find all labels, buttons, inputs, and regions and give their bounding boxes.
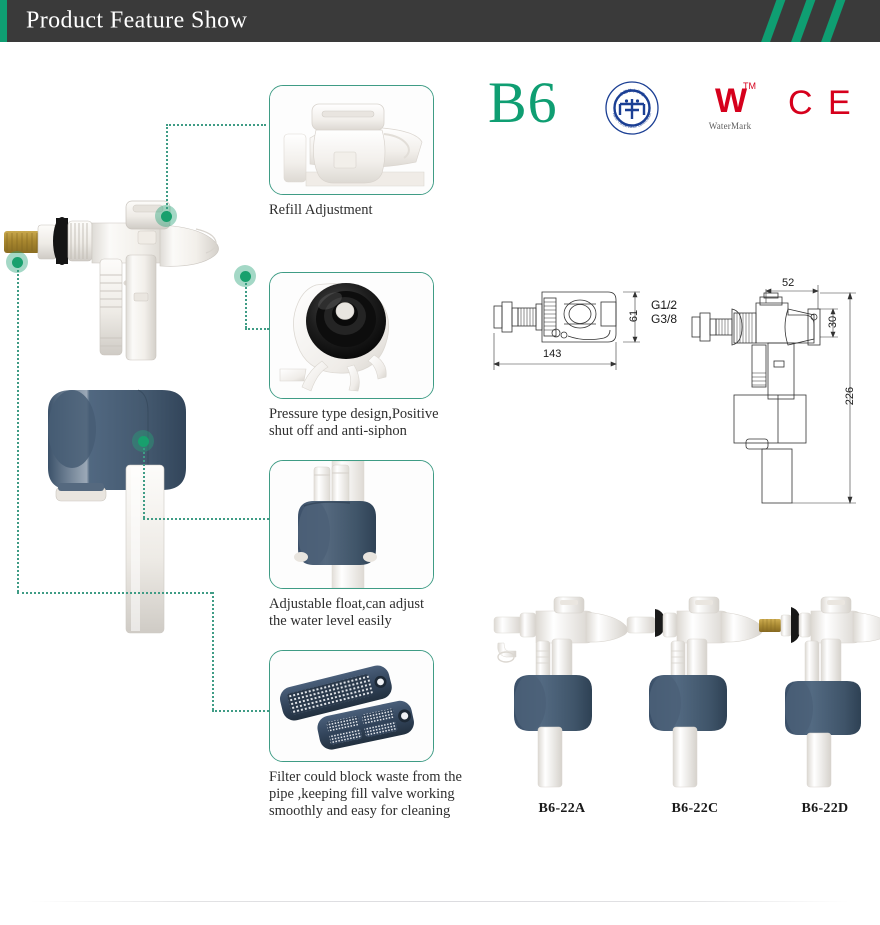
dimension-label-52: 52: [782, 277, 795, 289]
brand-row: B6 中国节水认证 Water Conservation Certificati…: [488, 72, 878, 146]
dimension-label-30: 30: [827, 315, 839, 329]
variant-image-b6-22d: [759, 596, 880, 788]
side-view-blueprint: [691, 285, 856, 504]
feature-caption-adjustable-float: Adjustable float,can adjust the water le…: [269, 596, 425, 630]
trademark-symbol: TM: [743, 81, 757, 91]
variant-b6-22a[interactable]: B6-22A: [492, 595, 632, 817]
top-view-blueprint: [493, 291, 676, 370]
connector-line-4-vertical-a: [17, 262, 19, 592]
adjustable-float-photo: [270, 461, 433, 588]
variant-image-b6-22c: [626, 596, 763, 788]
connector-line-4-horizontal-a: [17, 592, 212, 594]
header-stripe-3: [815, 0, 850, 42]
feature-caption-refill-adjustment: Refill Adjustment: [269, 202, 373, 218]
china-certification-icon: 中国节水认证 Water Conservation Certification: [605, 81, 659, 135]
connector-line-3-horizontal: [143, 518, 269, 520]
connector-line-3-vertical: [143, 441, 145, 518]
page-title: Product Feature Show: [26, 7, 248, 34]
feature-marker-refill[interactable]: [155, 205, 177, 227]
feature-marker-float[interactable]: [132, 430, 154, 452]
feature-callout-filter[interactable]: Filter could block waste from the pipe ,…: [269, 650, 494, 820]
technical-drawing-side-view: 52 30 226: [690, 275, 870, 505]
feature-caption-pressure-type: Pressure type design,Positive shut off a…: [269, 406, 439, 440]
dimension-label-143: 143: [543, 348, 562, 360]
connector-line-4-vertical-b: [212, 592, 214, 710]
header-stripe-2: [785, 0, 820, 42]
feature-image-refill-adjustment: [269, 85, 434, 195]
technical-drawing-top-view: 61 143 G1/2 G3/8: [488, 278, 678, 383]
connector-line-2-horizontal: [245, 328, 269, 330]
ce-mark-icon: C E: [788, 84, 854, 122]
variant-b6-22d[interactable]: B6-22D: [755, 595, 880, 817]
filter-screens-photo: [270, 651, 433, 761]
thread-label-g38: G3/8: [651, 312, 678, 326]
connector-line-1-horizontal: [166, 124, 266, 126]
feature-caption-filter: Filter could block waste from the pipe ,…: [269, 769, 462, 820]
svg-text:中国节水认证: 中国节水认证: [618, 87, 646, 97]
variant-label-b6-22a: B6-22A: [538, 801, 586, 816]
header-stripe-1: [755, 0, 790, 42]
feature-callout-adjustable-float[interactable]: Adjustable float,can adjust the water le…: [269, 460, 469, 630]
variant-image-b6-22a: [493, 596, 628, 788]
header-accent-bar: [0, 0, 7, 42]
feature-callout-refill-adjustment[interactable]: Refill Adjustment: [269, 85, 434, 219]
footer-divider: [30, 901, 850, 902]
feature-image-adjustable-float: [269, 460, 434, 589]
refill-adjustment-photo: [270, 86, 433, 194]
connector-line-4-horizontal-b: [212, 710, 269, 712]
hero-product-image: [4, 200, 219, 634]
feature-image-pressure-type: [269, 272, 434, 399]
variant-b6-22c[interactable]: B6-22C: [625, 595, 765, 817]
pressure-diaphragm-photo: [270, 273, 433, 398]
feature-image-filter: [269, 650, 434, 762]
variant-label-b6-22d: B6-22D: [801, 801, 849, 816]
page-header: Product Feature Show: [0, 0, 880, 42]
connector-line-1-vertical: [166, 124, 168, 216]
feature-marker-pressure[interactable]: [234, 265, 256, 287]
feature-marker-filter[interactable]: [6, 251, 28, 273]
dimension-label-226: 226: [844, 386, 856, 406]
model-name: B6: [488, 70, 558, 135]
connector-line-2-vertical: [245, 276, 247, 328]
feature-callout-pressure-type[interactable]: Pressure type design,Positive shut off a…: [269, 272, 474, 440]
dimension-label-61: 61: [628, 309, 640, 323]
watermark-label: WaterMark: [708, 121, 752, 131]
variant-label-b6-22c: B6-22C: [671, 801, 719, 816]
thread-label-g12: G1/2: [651, 298, 678, 312]
